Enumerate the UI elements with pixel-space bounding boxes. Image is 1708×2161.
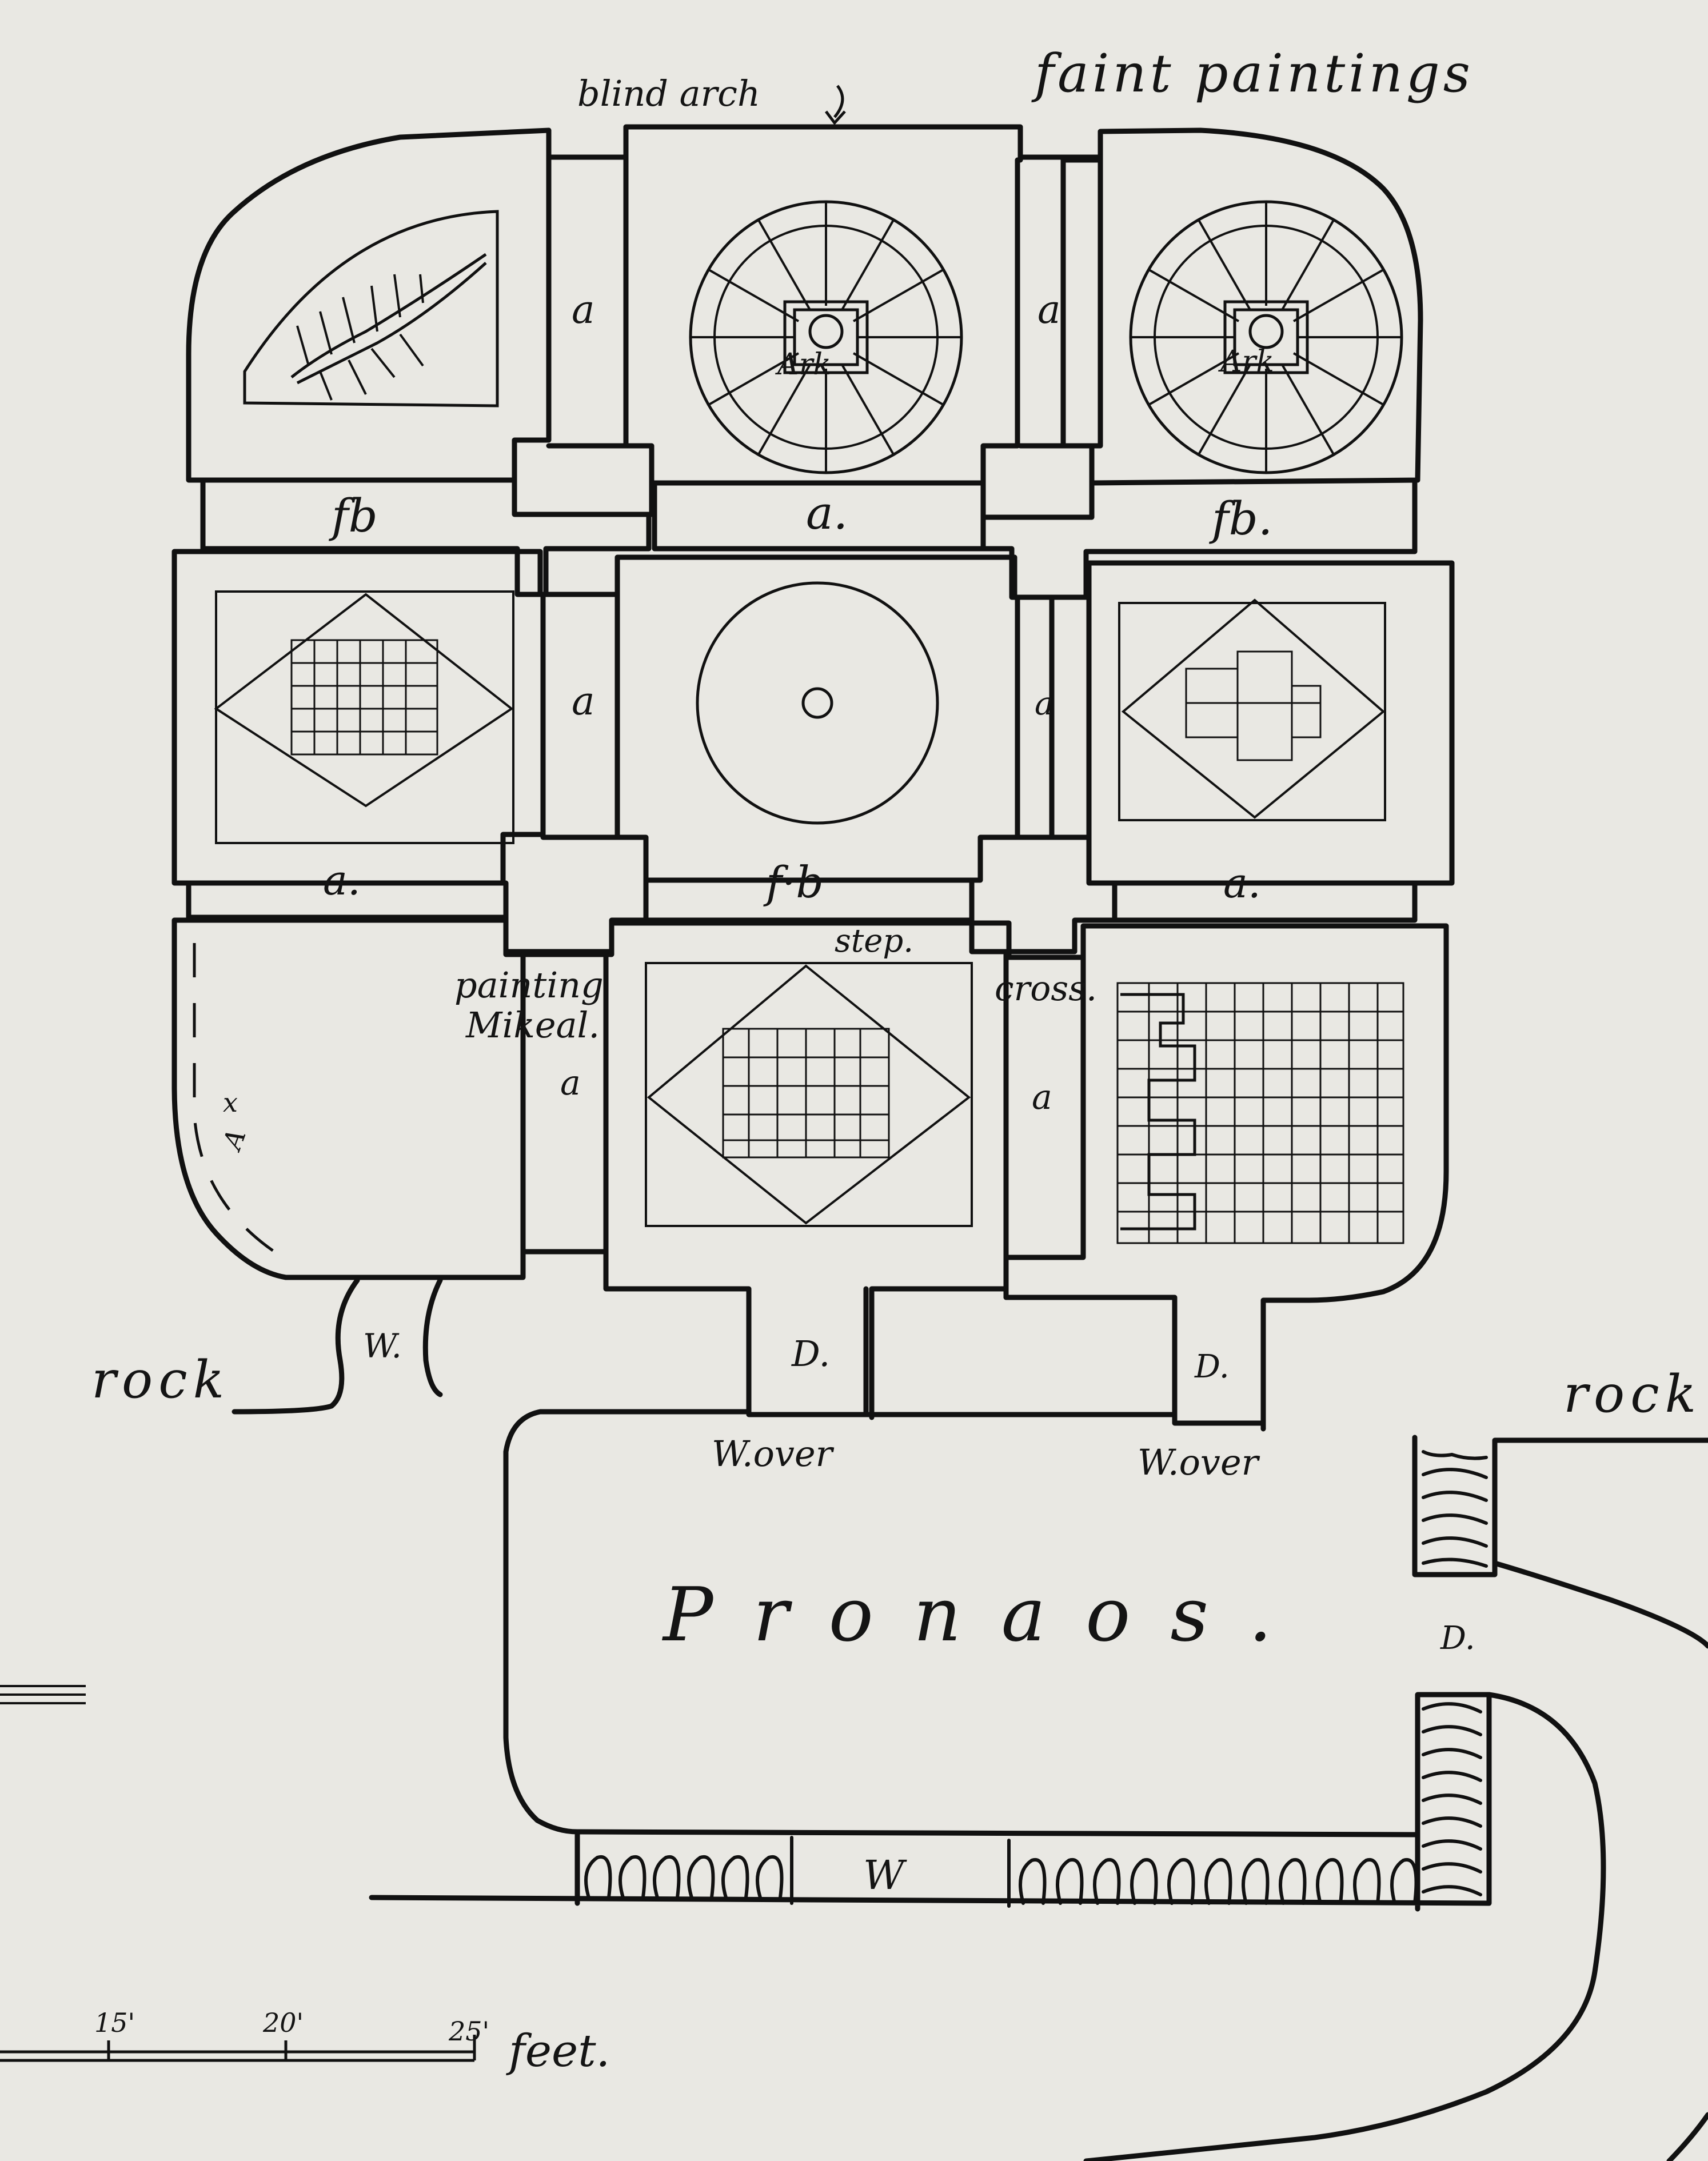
- label-ark-2: Ark: [1218, 345, 1274, 379]
- ceiling-leaf-motif: [243, 210, 499, 408]
- label-window-bottom: W: [863, 1852, 907, 1899]
- label-cross: cross.: [995, 969, 1097, 1009]
- bay-connector-mid-right: [1015, 594, 1092, 840]
- chamber-top-right: [1060, 127, 1423, 486]
- bay-label-a: a: [1032, 1077, 1052, 1117]
- label-painting: painting: [454, 964, 604, 1006]
- scale-tick-label: 20': [262, 2007, 304, 2038]
- scale-tick-label: 25': [448, 2016, 489, 2047]
- label-window-over-1: W.over: [712, 1433, 835, 1475]
- window-passage-left: [232, 1277, 443, 1415]
- wavy-grille-right-upper: [1422, 1450, 1488, 1568]
- label-rock-right: rock: [1563, 1364, 1702, 1424]
- dashed-wall-line: [193, 943, 276, 1253]
- wavy-grille-bottom-right: [1007, 1839, 1418, 1908]
- label-window-over-2: W.over: [1138, 1441, 1260, 1483]
- label-door-right: D.: [1194, 1348, 1230, 1385]
- margin-marks: [0, 1685, 86, 1704]
- wavy-grille-bottom-left: [576, 1836, 793, 1905]
- label-ark-1: Ark: [775, 347, 831, 382]
- ceiling-dome-ark-1: [689, 200, 963, 474]
- label-mikeal: Mikeal.: [465, 1004, 600, 1046]
- pronaos-wall: [503, 1266, 1266, 1906]
- bay-label-a: a.: [806, 486, 848, 540]
- chamber-top-left: [186, 127, 552, 483]
- ceiling-dome-ark-2: [1129, 200, 1403, 474]
- bay-label-a: a: [1037, 287, 1061, 333]
- bay-label-a: a.: [1223, 859, 1261, 907]
- right-entrance: [1412, 1435, 1708, 1649]
- right-curve: [1083, 1692, 1606, 2161]
- bay-connector-top-left: [546, 154, 629, 449]
- chamber-mid-left: [171, 549, 546, 886]
- bay-label-fb: f·b: [763, 857, 824, 908]
- chamber-top-center: [623, 124, 1023, 486]
- bay-connector-top-right: [1017, 154, 1103, 449]
- blind-arch-arrow: [825, 85, 846, 125]
- bay-label-fb: fb.: [1209, 492, 1272, 545]
- pronaos-inner: [369, 1692, 1492, 1912]
- bay-label-a: a: [1035, 685, 1053, 722]
- ceiling-coffer-low-center: [645, 962, 973, 1227]
- bay-connector-mid-left: [540, 592, 620, 840]
- ceiling-coffer-mid-left: [214, 590, 514, 844]
- chamber-mid-right: [1049, 560, 1455, 886]
- label-door-side: D.: [1440, 1620, 1475, 1657]
- wavy-grille-right-lower: [1422, 1702, 1482, 1896]
- ceiling-central-dome: [696, 581, 939, 825]
- bay-label-a: a.: [323, 856, 361, 904]
- chamber-bottom-left: [171, 917, 526, 1280]
- scale-bar: 15' 20' 25' feet.: [0, 2007, 610, 2077]
- bay-connector-low-left: [520, 952, 609, 1255]
- label-a-mark: A: [216, 1125, 252, 1155]
- label-faint-paintings: faint paintings: [1031, 43, 1474, 104]
- bay-label-a: a: [572, 679, 595, 724]
- label-pronaos: Pronaos.: [662, 1571, 1312, 1658]
- ceiling-grid-low-right: [1116, 982, 1404, 1244]
- label-blind-arch: blind arch: [577, 73, 760, 114]
- label-window-left: W.: [363, 1327, 402, 1365]
- bay-label-a: a: [560, 1063, 581, 1103]
- bay-label-fb: fb: [329, 489, 378, 542]
- ceiling-coffer-mid-right: [1118, 598, 1386, 821]
- scale-tick-label: 15': [94, 2007, 135, 2038]
- label-rock-left: rock: [91, 1350, 230, 1410]
- label-x-mark: x: [223, 1087, 238, 1118]
- bay-label-a: a: [572, 287, 595, 333]
- bay-connector-low-right: [1006, 954, 1086, 1260]
- plan-walls: [171, 124, 1708, 2161]
- crossing-1: [512, 477, 1095, 520]
- label-step: step.: [835, 922, 913, 960]
- scale-unit: feet.: [506, 2026, 610, 2077]
- right-curve-tail: [1666, 2112, 1708, 2161]
- chamber-mid-center: [614, 554, 1020, 883]
- label-door-center: D.: [791, 1333, 830, 1375]
